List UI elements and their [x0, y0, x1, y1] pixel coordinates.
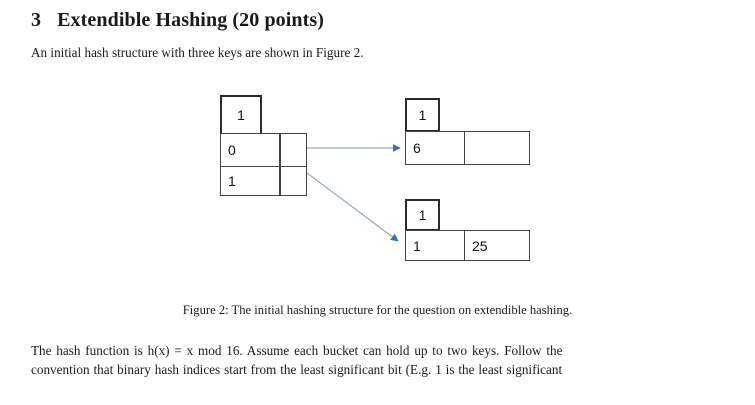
- directory-row-1-label: 1: [220, 166, 280, 196]
- bucket-0-slot-0: 6: [405, 131, 465, 165]
- bucket-0-slot-1: [464, 131, 530, 165]
- intro-paragraph: An initial hash structure with three key…: [31, 45, 364, 60]
- tail-paragraph: The hash function is h(x) = x mod 16. As…: [31, 341, 724, 379]
- section-title: Extendible Hashing (20 points): [57, 9, 325, 31]
- arrow-dir1-to-bucket1: [306, 172, 399, 242]
- arrow-layer: [306, 144, 401, 242]
- page-title: 3 Extendible Hashing (20 points): [31, 9, 324, 32]
- section-number: 3: [31, 9, 42, 31]
- tail-paragraph-line-1: The hash function is h(x) = x mod 16. As…: [31, 343, 563, 358]
- figure-extendible-hashing: 1 0 1 1 6 1 1 25: [0, 85, 755, 270]
- directory-row-0-pointer: [280, 133, 307, 167]
- directory-row-1-pointer: [280, 166, 307, 196]
- directory-row-0-label: 0: [220, 133, 280, 167]
- bucket-1-slot-0: 1: [405, 230, 465, 261]
- figure-caption: Figure 2: The initial hashing structure …: [182, 303, 573, 317]
- directory-global-depth: 1: [220, 95, 262, 135]
- bucket-0-local-depth: 1: [405, 98, 440, 132]
- bucket-1-slot-1: 25: [464, 230, 530, 261]
- bucket-1-local-depth: 1: [405, 199, 440, 231]
- tail-paragraph-line-2: convention that binary hash indices star…: [31, 362, 563, 377]
